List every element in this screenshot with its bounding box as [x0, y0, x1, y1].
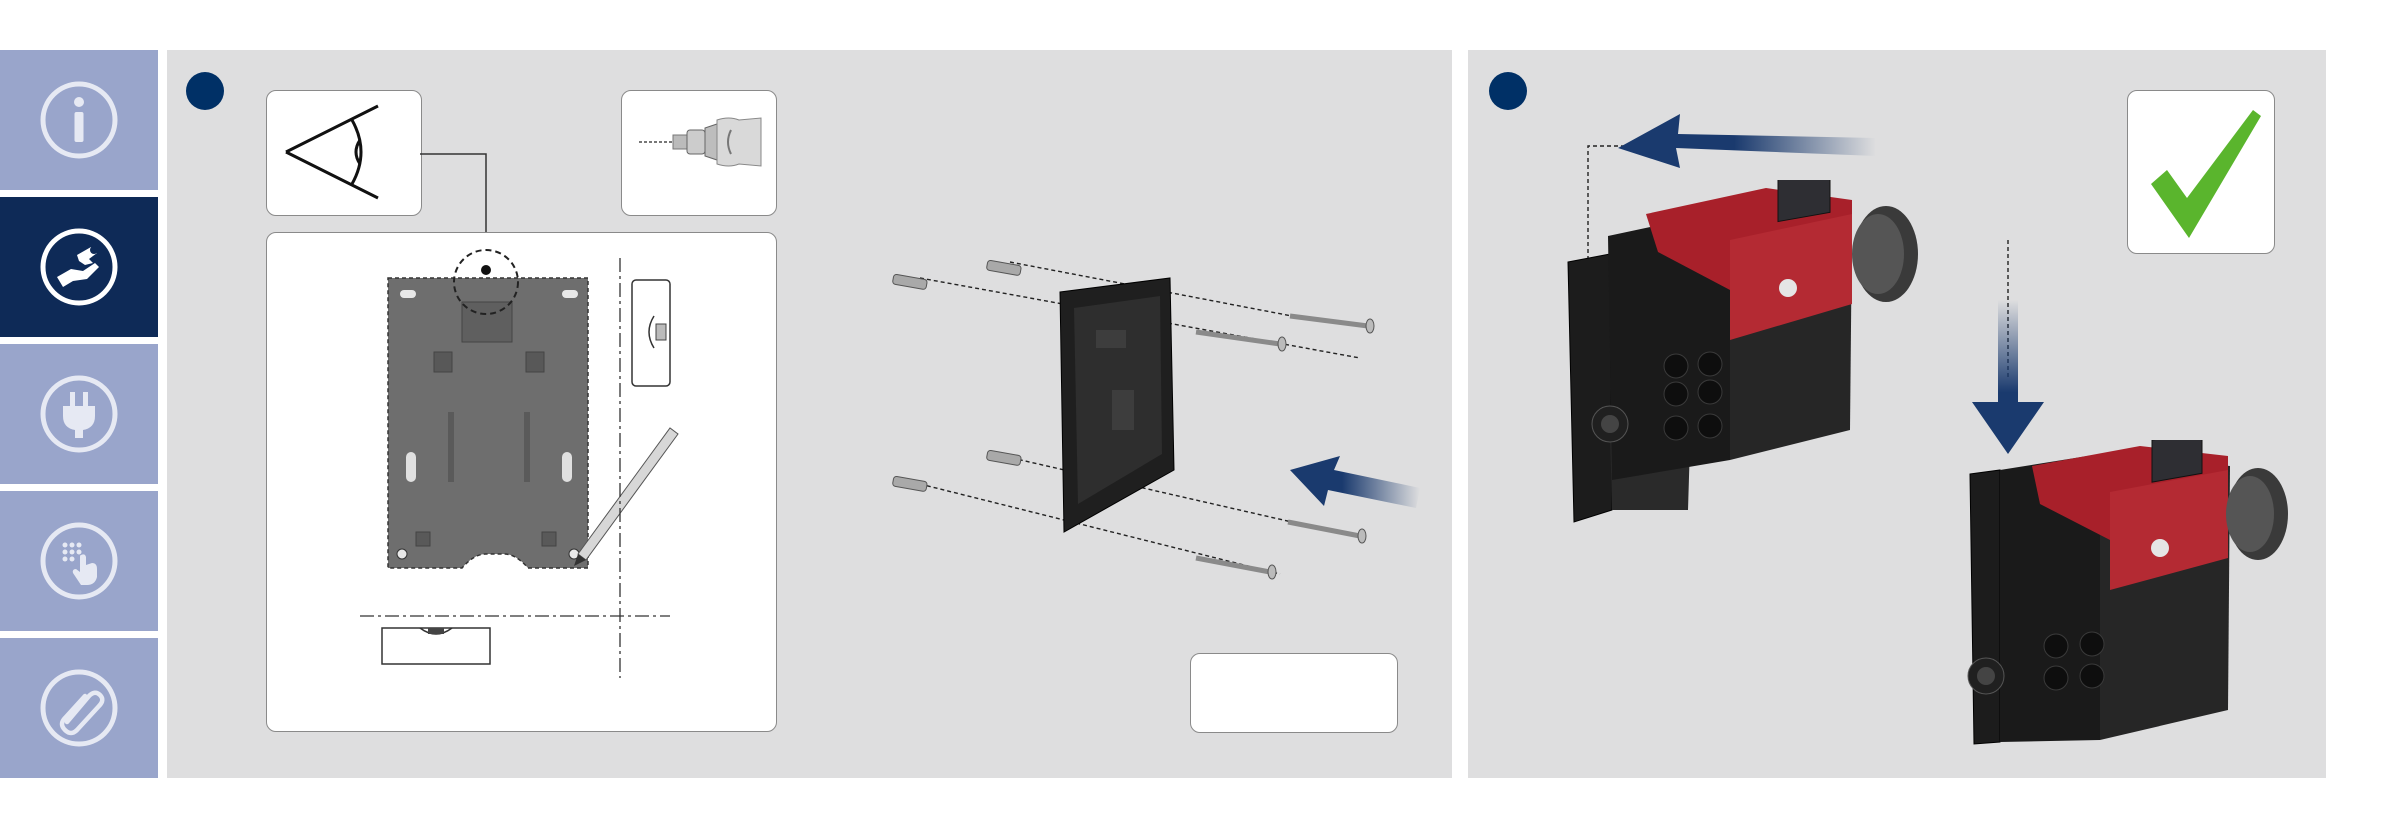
sidebar-tab-attachments[interactable] [0, 638, 158, 778]
insert-direction-arrow [1290, 448, 1420, 514]
eye-icon [266, 90, 422, 216]
step-marker [1489, 72, 1527, 110]
empty-label-box [1190, 653, 1398, 733]
bracket-screw-assembly-illustration [880, 240, 1420, 600]
touch-keypad-icon [37, 519, 121, 603]
wall-bracket-template-illustration [266, 232, 777, 732]
checkmark-icon [2127, 90, 2275, 254]
lower-into-place-arrow [1960, 240, 2050, 460]
power-plug-icon [37, 372, 121, 456]
paperclip-icon [37, 666, 121, 750]
info-icon [37, 78, 121, 162]
wall-marking-box [266, 232, 777, 732]
sidebar-tab-operation[interactable] [0, 491, 158, 631]
sidebar-tab-electrical[interactable] [0, 344, 158, 484]
mounted-pump-illustration [1960, 440, 2290, 750]
drill-icon [621, 90, 777, 216]
confirmation-box [2127, 90, 2275, 254]
sidebar-tab-installation[interactable] [0, 197, 158, 337]
inspection-eye-box [266, 90, 422, 216]
sidebar-tab-info[interactable] [0, 50, 158, 190]
pump-on-bracket-illustration [1560, 180, 1920, 530]
step-marker [186, 72, 224, 110]
hand-wrench-icon [37, 225, 121, 309]
drill-tool-box [621, 90, 777, 216]
